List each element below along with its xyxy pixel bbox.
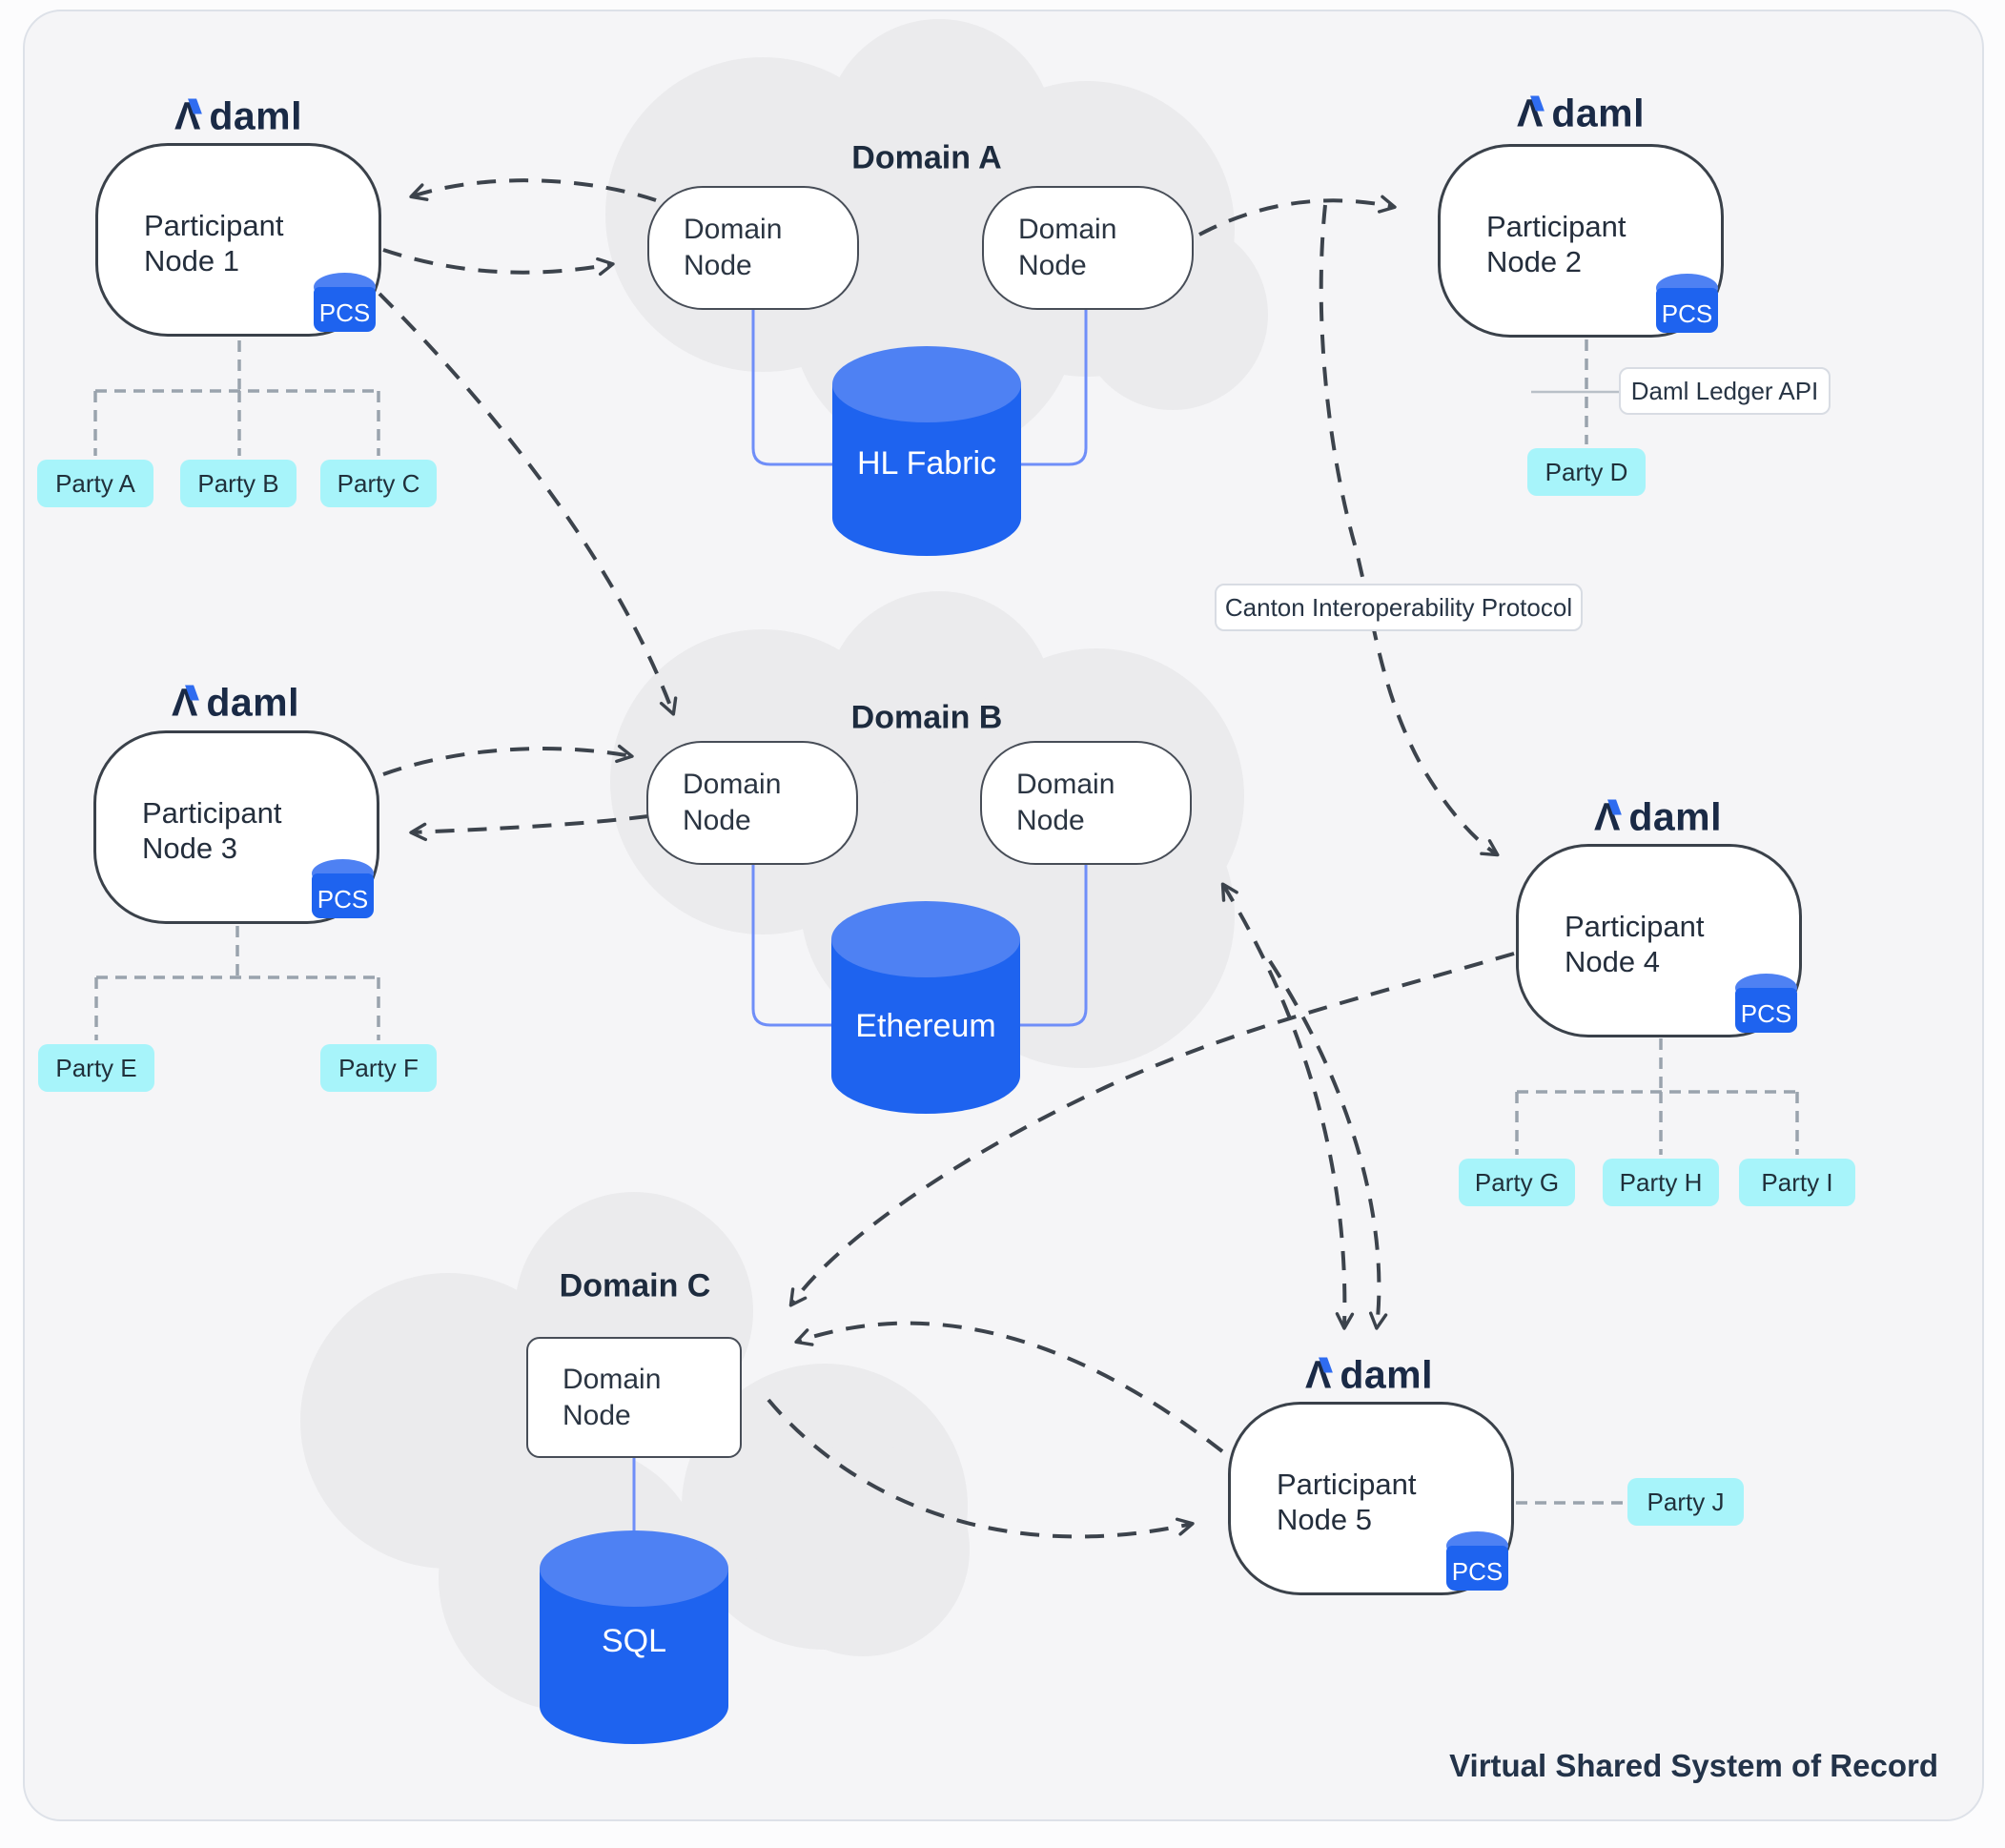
party-trees (93, 339, 1799, 1505)
participant-node-3: Participant Node 3 (93, 730, 379, 924)
party-c-chip: Party C (320, 460, 437, 507)
pcs-badge-pn3: PCS (312, 859, 374, 918)
daml-logo: Λ daml (1305, 1352, 1434, 1397)
participant-node-label: Participant Node 3 (142, 795, 282, 865)
message-arrows (378, 178, 1515, 1539)
participant-node-label: Participant Node 1 (144, 208, 284, 277)
party-g-chip: Party G (1459, 1159, 1575, 1206)
daml-logo: Λ daml (174, 93, 303, 138)
domain-node-label: Domain Node (683, 769, 782, 836)
pcs-badge-pn4: PCS (1735, 974, 1797, 1033)
party-j-chip: Party J (1627, 1478, 1744, 1526)
arrow-pn3-to-domain-b (382, 744, 634, 776)
pcs-cylinder-body: PCS (312, 873, 374, 918)
ledger-connectors (632, 310, 1088, 1602)
daml-logo-text: daml (206, 680, 300, 725)
connector-domain-b-left (751, 865, 849, 1027)
arrow-pn4-to-domain-c (788, 952, 1515, 1307)
domain-node-label: Domain Node (1018, 214, 1117, 281)
party-e-chip: Party E (38, 1044, 154, 1092)
participant-node-label: Participant Node 4 (1565, 909, 1705, 978)
daml-logo-text: daml (1340, 1352, 1434, 1397)
party-a-chip: Party A (37, 460, 153, 507)
arrow-domain-a-to-pn2 (1198, 195, 1397, 236)
party-f-chip: Party F (320, 1044, 437, 1092)
pcs-badge-pn2: PCS (1656, 274, 1718, 333)
pcs-label: PCS (1740, 999, 1792, 1028)
arrow-pn1-to-domain-a (382, 248, 615, 277)
domain-b-node-left: Domain Node (646, 741, 858, 865)
sql-label: SQL (602, 1623, 666, 1659)
connector-domain-a-right (1006, 310, 1088, 466)
pcs-cylinder-body: PCS (314, 287, 376, 332)
domain-node-label: Domain Node (684, 214, 783, 281)
pcs-label: PCS (1451, 1557, 1504, 1586)
pcs-label: PCS (317, 885, 369, 914)
daml-logo: Λ daml (1594, 794, 1723, 839)
domain-a-node-left: Domain Node (647, 186, 859, 310)
domain-b-title: Domain B (850, 699, 1003, 736)
daml-logo-text: daml (1551, 91, 1646, 135)
connector-domain-b-right (1006, 865, 1088, 1027)
pcs-label: PCS (1661, 299, 1713, 328)
daml-logo: Λ daml (172, 680, 300, 725)
party-d-chip: Party D (1527, 448, 1646, 496)
arrow-pn1-to-domain-b (378, 292, 678, 716)
pcs-cylinder-body: PCS (1735, 988, 1797, 1033)
daml-logo-text: daml (209, 93, 303, 138)
domain-a-node-right: Domain Node (982, 186, 1194, 310)
participant-node-label: Participant Node 5 (1277, 1467, 1417, 1536)
arrow-domain-b-to-pn3 (409, 814, 649, 842)
participant-node-label: Participant Node 2 (1486, 209, 1627, 278)
hl-fabric-label: HL Fabric (857, 445, 996, 482)
pcs-badge-pn5: PCS (1446, 1531, 1508, 1591)
domain-a-title: Domain A (851, 139, 1002, 176)
daml-logo: Λ daml (1517, 91, 1646, 135)
virtual-shared-system-of-record-caption: Virtual Shared System of Record (1449, 1748, 1938, 1783)
hl-fabric-cylinder: HL Fabric (832, 346, 1021, 556)
arrow-domain-b-pn5-right (1268, 959, 1388, 1330)
domain-node-label: Domain Node (1016, 769, 1115, 836)
ethereum-label: Ethereum (855, 1008, 995, 1044)
daml-ledger-api-tag: Daml Ledger API (1619, 367, 1831, 415)
daml-logo-text: daml (1628, 794, 1723, 839)
domain-b-node-right: Domain Node (980, 741, 1192, 865)
domain-c-node: Domain Node (526, 1337, 742, 1458)
party-h-chip: Party H (1603, 1159, 1719, 1206)
ethereum-cylinder: Ethereum (831, 901, 1020, 1114)
pcs-label: PCS (318, 298, 371, 327)
domain-c-title: Domain C (559, 1267, 711, 1304)
pcs-cylinder-body: PCS (1656, 288, 1718, 333)
pcs-cylinder-body: PCS (1446, 1546, 1508, 1591)
pcs-badge-pn1: PCS (314, 273, 376, 332)
arrow-domain-b-pn5-left (1220, 882, 1355, 1330)
party-b-chip: Party B (180, 460, 297, 507)
domain-node-label: Domain Node (563, 1363, 662, 1431)
canton-interoperability-protocol-tag: Canton Interoperability Protocol (1215, 584, 1583, 631)
arrow-domain-c-to-pn5 (767, 1398, 1195, 1539)
participant-node-5: Participant Node 5 (1228, 1402, 1514, 1595)
connector-domain-a-left (751, 310, 849, 466)
party-i-chip: Party I (1739, 1159, 1855, 1206)
arrow-pn5-to-domain-c (794, 1321, 1224, 1453)
sql-cylinder: SQL (540, 1530, 728, 1744)
